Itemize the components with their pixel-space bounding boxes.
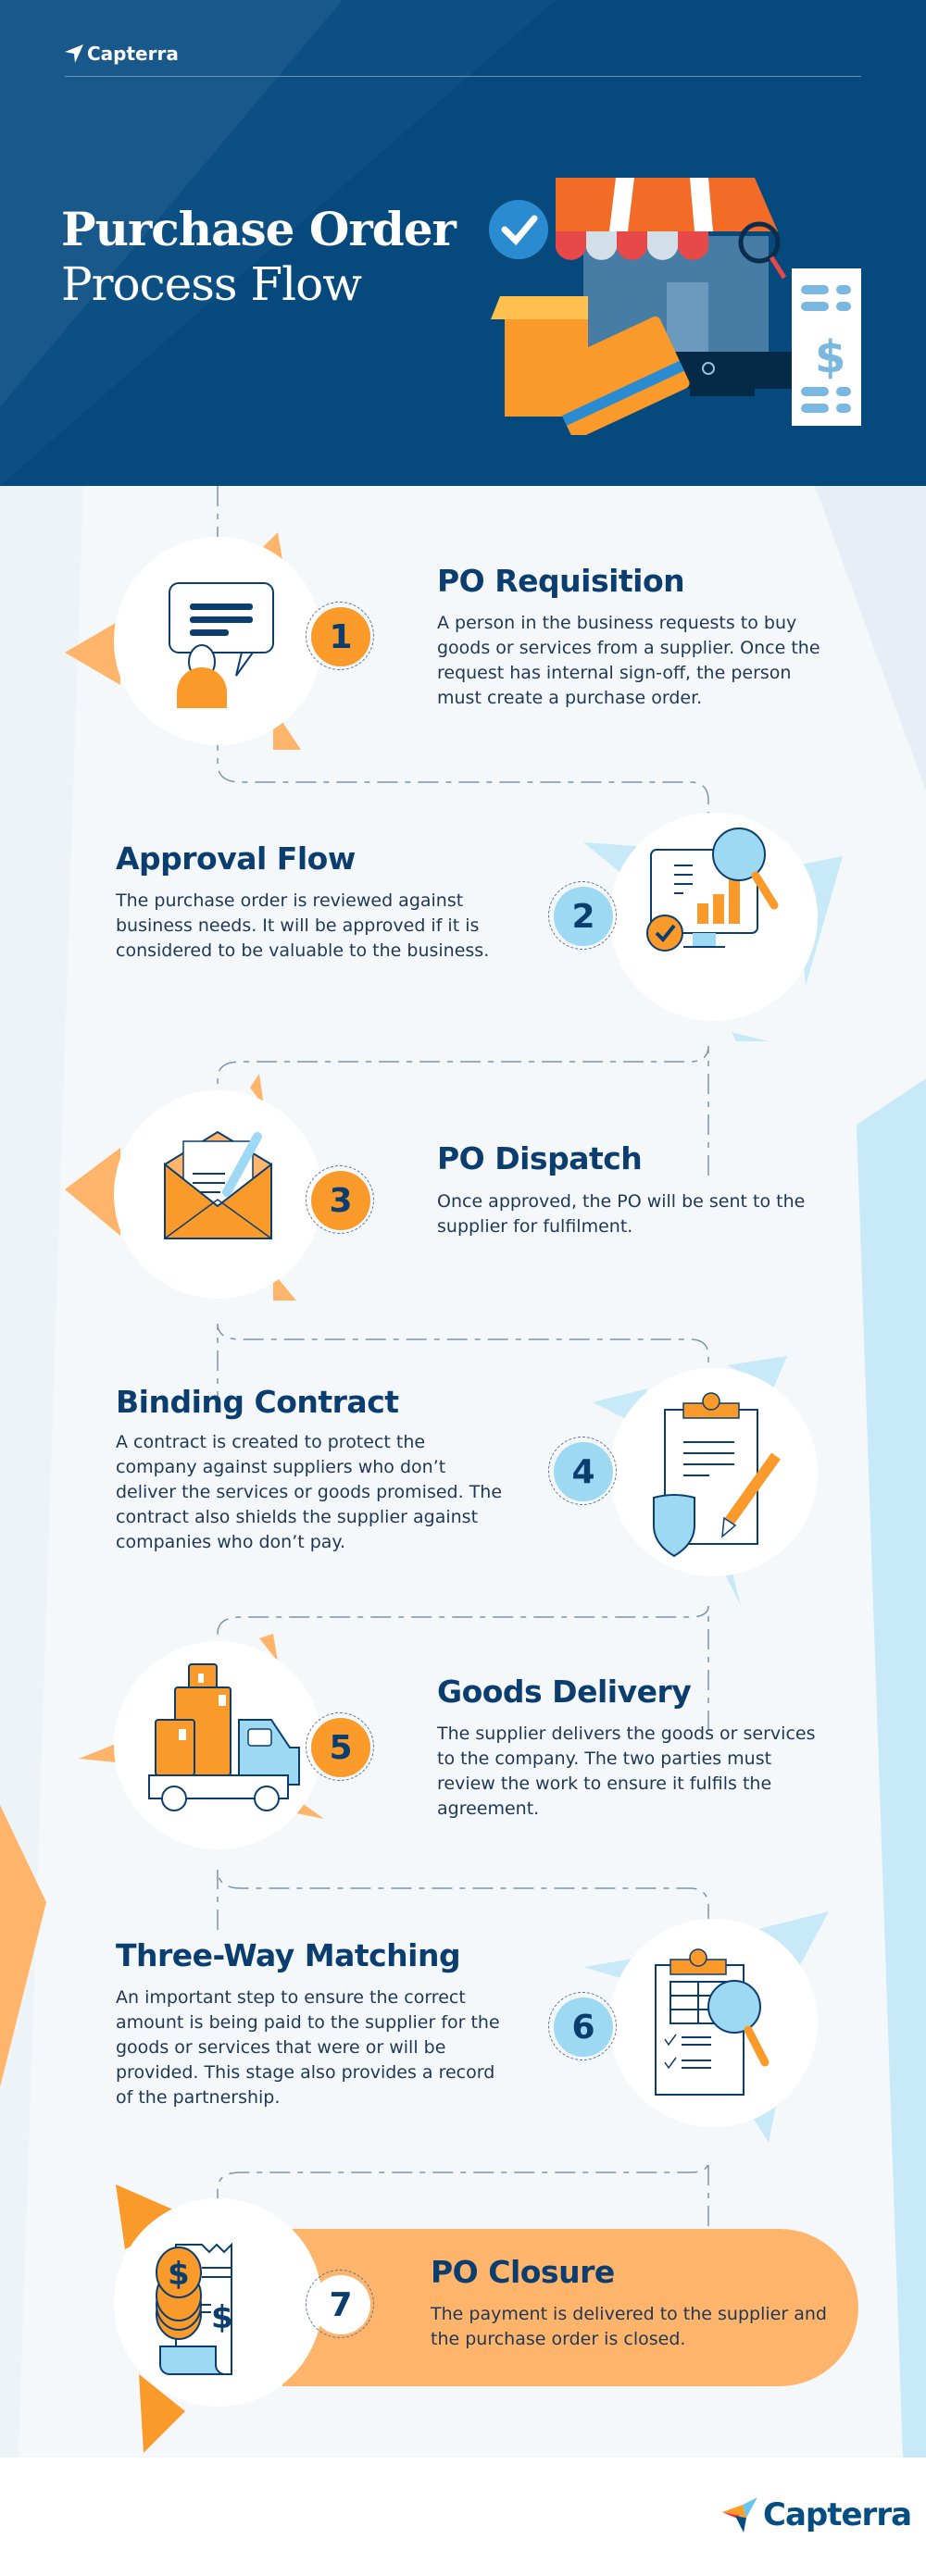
step-4-number-badge: 4 (548, 1437, 617, 1505)
step-1-description: A person in the business requests to buy… (437, 613, 820, 708)
step-3-title: PO Dispatch (437, 1140, 643, 1176)
step-7-title: PO Closure (431, 2254, 615, 2290)
envelope-letter-pen-icon (164, 1130, 272, 1239)
header-logo[interactable]: Capterra (65, 43, 179, 65)
step-2-number-badge: 2 (548, 881, 617, 950)
page-title-line2: Process Flow (61, 257, 362, 311)
footer-brand-text: Capterra (763, 2496, 912, 2533)
step-6-icon-circle (609, 1919, 818, 2127)
monitor-chart-magnifier-icon (646, 828, 779, 952)
header-divider (65, 76, 861, 77)
step-3-number-badge: 3 (306, 1165, 374, 1234)
step-7-number-badge: 7 (306, 2270, 374, 2338)
step-6-title: Three-Way Matching (116, 1937, 461, 1973)
clipboard-checklist-magnifier-icon (655, 1948, 770, 2096)
step-5-description: The supplier delivers the goods or servi… (437, 1724, 816, 1819)
step-2-title: Approval Flow (116, 840, 356, 877)
storefront-illustration-icon: $ (489, 178, 861, 435)
step-3-icon-circle (114, 1090, 322, 1299)
svg-text:$: $ (211, 2299, 233, 2336)
header-banner: Capterra Purchase Order Process Flow (0, 0, 926, 486)
coins-receipt-icon: $ $ (156, 2242, 233, 2375)
capterra-logo-icon (722, 2497, 757, 2532)
step-1-icon-circle (114, 537, 322, 745)
step-2-description: The purchase order is reviewed against b… (116, 890, 490, 961)
step-5-number-badge: 5 (306, 1712, 374, 1781)
header-brand-text: Capterra (87, 43, 179, 65)
step-4-title: Binding Contract (116, 1384, 399, 1420)
step-7-description: The payment is delivered to the supplier… (431, 2304, 827, 2349)
step-1-number-badge: 1 (306, 602, 374, 670)
step-6-number-badge: 6 (548, 1992, 617, 2060)
capterra-logo-icon (65, 44, 83, 63)
step-4-icon-circle (609, 1368, 818, 1576)
step-2-icon-circle (609, 813, 818, 1021)
step-7-icon-circle: $ $ (114, 2198, 322, 2407)
header-background-shapes (0, 0, 556, 486)
step-5-icon-circle (114, 1641, 322, 1849)
footer: Capterra (0, 2458, 926, 2576)
step-5-title: Goods Delivery (437, 1674, 692, 1710)
step-1-title: PO Requisition (437, 563, 685, 599)
person-speech-bubble-icon (169, 582, 274, 708)
clipboard-shield-pencil-icon (653, 1392, 781, 1558)
svg-text:$: $ (815, 331, 845, 383)
footer-logo[interactable]: Capterra (722, 2496, 912, 2533)
svg-text:$: $ (168, 2256, 190, 2293)
step-7-highlight-pill (282, 2229, 858, 2386)
step-3-description: Once approved, the PO will be sent to th… (437, 1191, 806, 1237)
step-4-description: A contract is created to protect the com… (116, 1432, 503, 1552)
step-6-description: An important step to ensure the correct … (116, 1987, 500, 2108)
page-title-line1: Purchase Order (61, 202, 457, 256)
delivery-truck-icon (148, 1663, 300, 1811)
background-shapes (0, 486, 926, 2458)
flow-connector-path (217, 486, 709, 2226)
